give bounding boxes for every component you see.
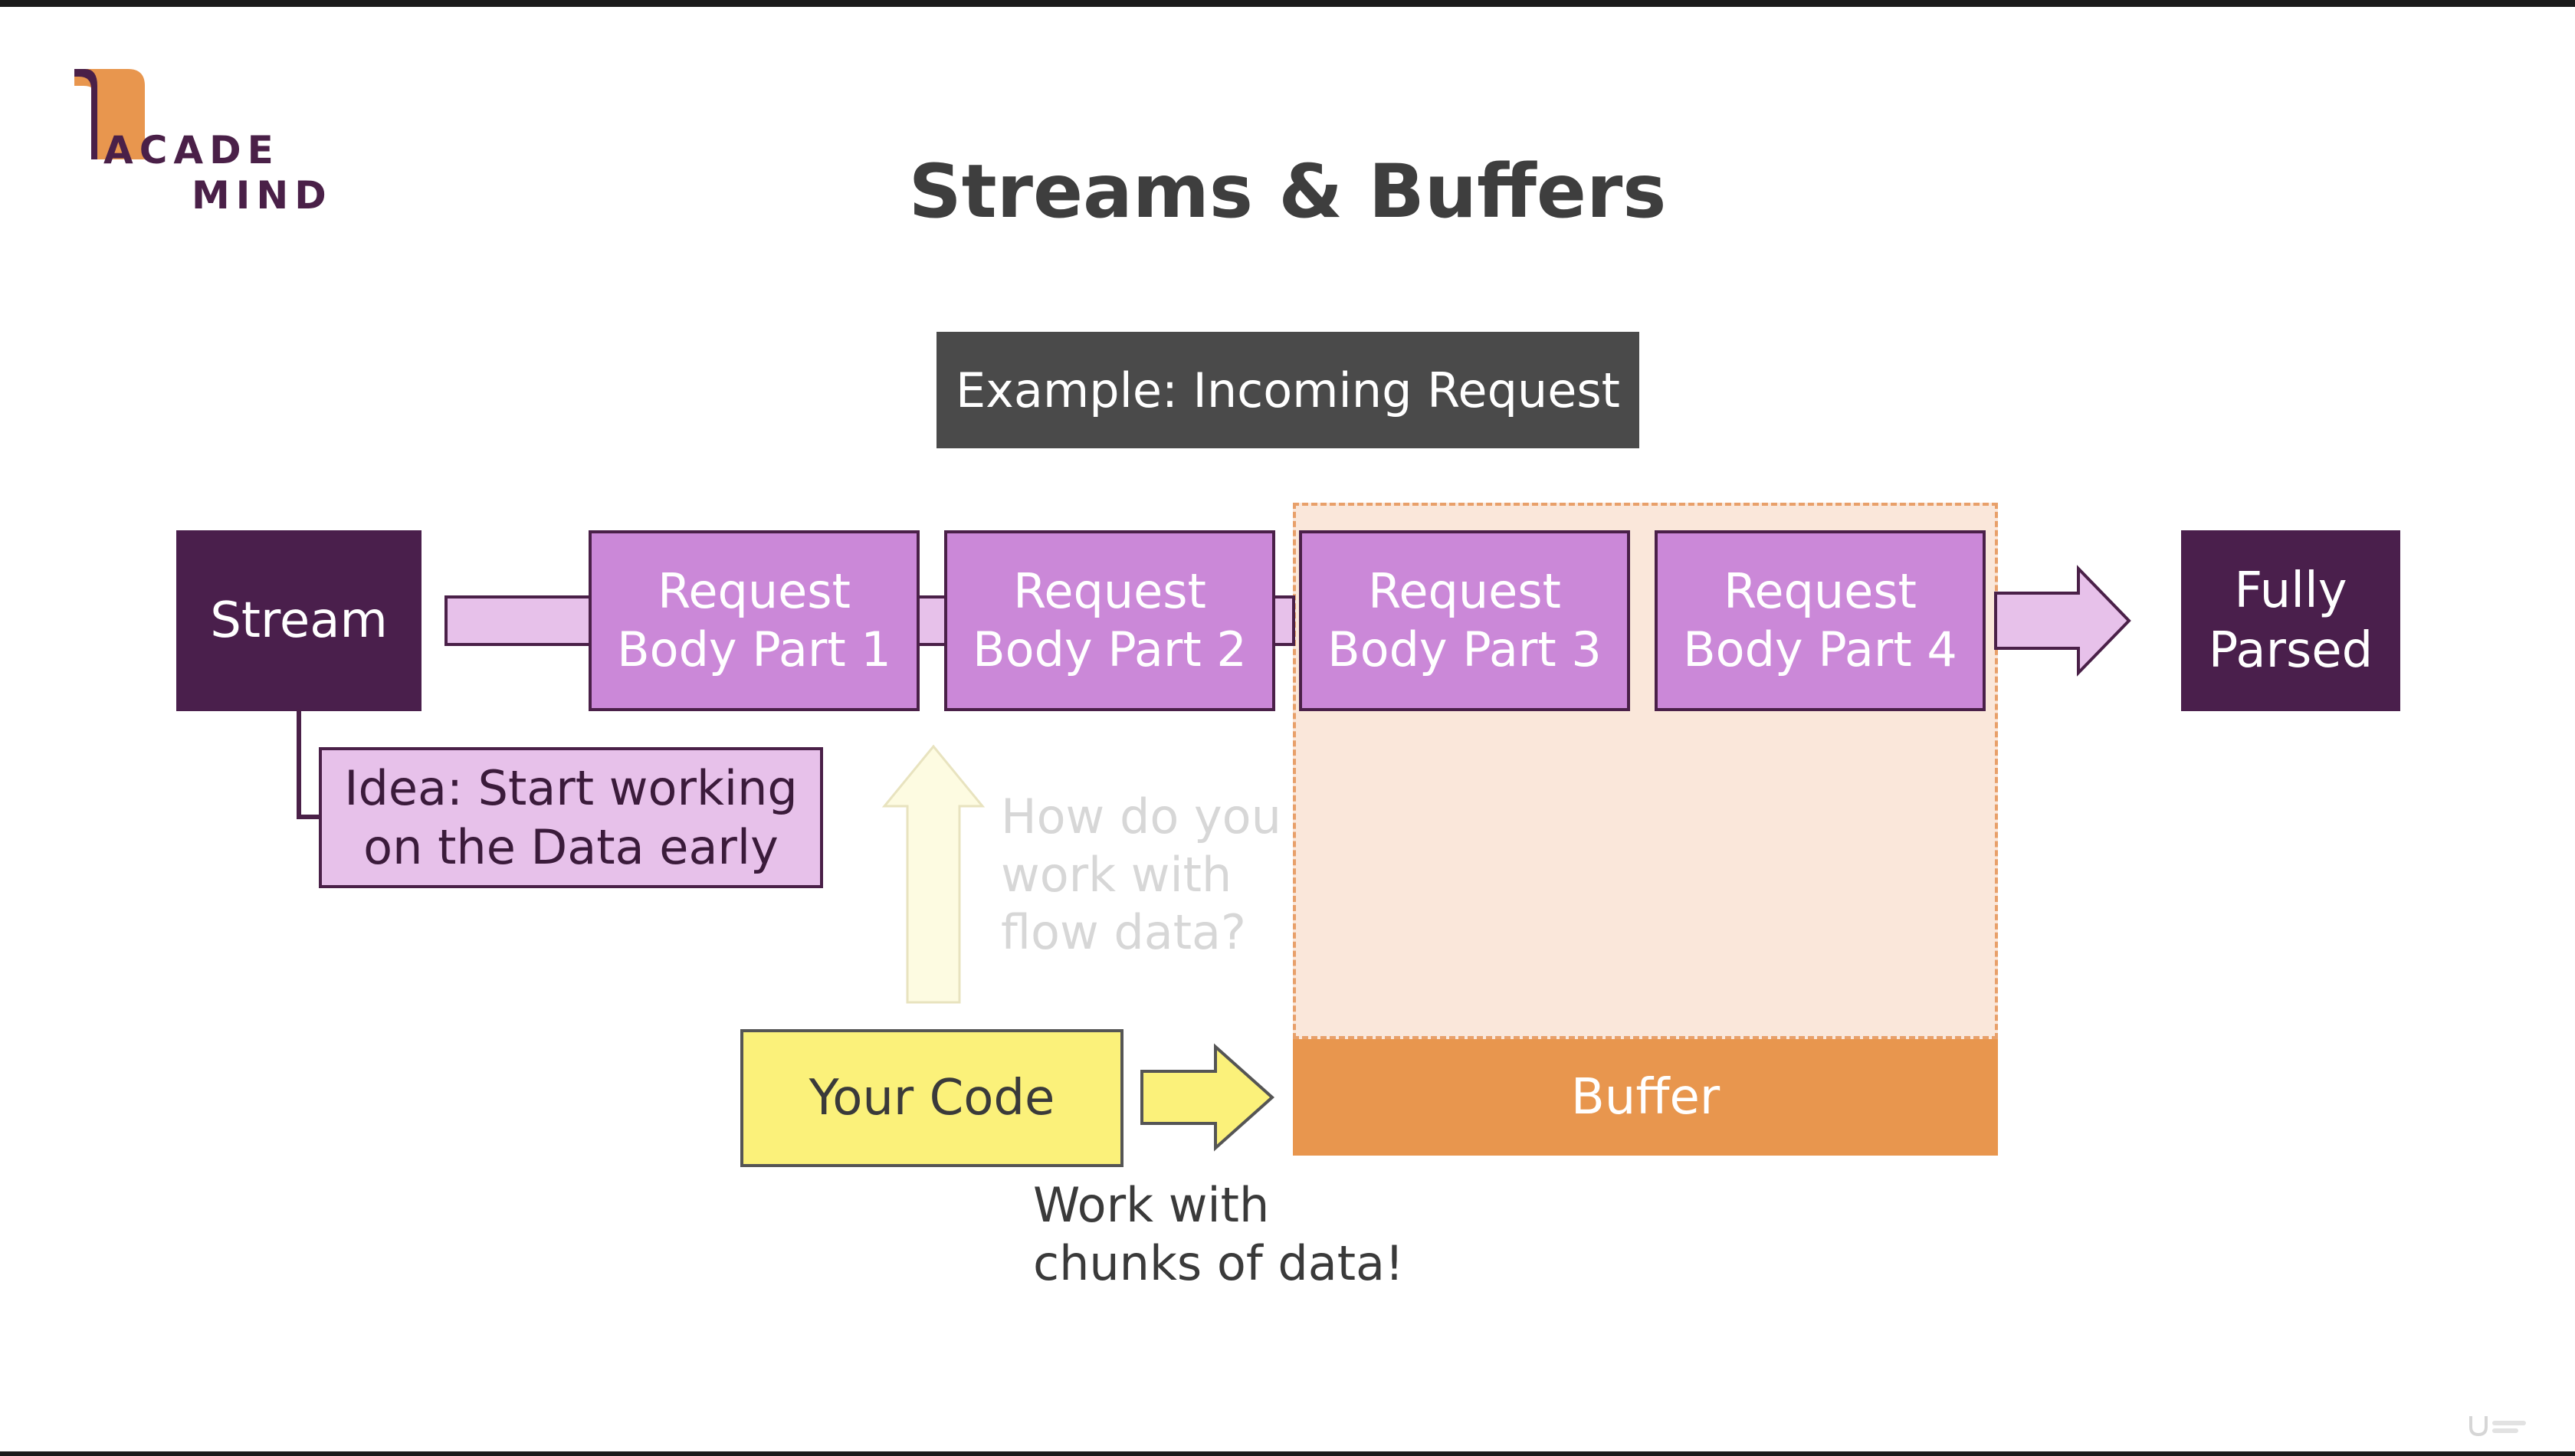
- logo-text-line1: ACADE: [103, 128, 280, 172]
- buffer-bar: Buffer: [1293, 1039, 1998, 1156]
- part-1-line1: Request: [658, 563, 851, 620]
- up-arrow-icon: [881, 744, 986, 1004]
- bookmark-tag-icon: [74, 69, 145, 159]
- idea-line2: on the Data early: [363, 819, 779, 875]
- slide-title: Streams & Buffers: [908, 149, 1667, 234]
- code-to-buffer-arrow-icon: [1140, 1043, 1275, 1152]
- udemy-watermark-icon: [2469, 1416, 2526, 1437]
- part-1-line2: Body Part 1: [617, 621, 891, 677]
- your-code-box: Your Code: [740, 1029, 1123, 1167]
- question-line2: work with: [1001, 846, 1232, 903]
- flow-data-question: How do you work with flow data?: [1001, 788, 1281, 962]
- fully-parsed-line1: Fully: [2234, 562, 2347, 619]
- idea-line1: Idea: Start working: [344, 759, 798, 816]
- idea-box: Idea: Start working on the Data early: [319, 747, 823, 888]
- question-line1: How do you: [1001, 789, 1281, 844]
- request-body-part-4: Request Body Part 4: [1655, 530, 1986, 711]
- request-body-part-2: Request Body Part 2: [944, 530, 1275, 711]
- stream-box: Stream: [176, 530, 422, 711]
- bottom-frame-bar: [0, 1451, 2575, 1456]
- part-4-line1: Request: [1724, 563, 1917, 620]
- fully-parsed-box: Fully Parsed: [2181, 530, 2400, 711]
- chunks-line2: chunks of data!: [1033, 1235, 1404, 1291]
- chunks-line1: Work with: [1033, 1177, 1270, 1233]
- part-2-line2: Body Part 2: [973, 621, 1247, 677]
- chunks-note: Work with chunks of data!: [1033, 1176, 1404, 1292]
- part-4-line2: Body Part 4: [1683, 621, 1957, 677]
- question-line3: flow data?: [1001, 904, 1246, 961]
- request-body-part-3: Request Body Part 3: [1299, 530, 1630, 711]
- part-2-line1: Request: [1013, 563, 1206, 620]
- top-frame-bar: [0, 0, 2575, 7]
- right-arrow-icon: [1994, 565, 2131, 677]
- logo-text-line2: MIND: [192, 173, 333, 218]
- example-label-box: Example: Incoming Request: [937, 332, 1639, 448]
- part-3-line2: Body Part 3: [1327, 621, 1602, 677]
- stream-idea-connector: [297, 710, 320, 819]
- request-body-part-1: Request Body Part 1: [589, 530, 920, 711]
- part-3-line1: Request: [1368, 563, 1561, 620]
- fully-parsed-line2: Parsed: [2208, 622, 2373, 679]
